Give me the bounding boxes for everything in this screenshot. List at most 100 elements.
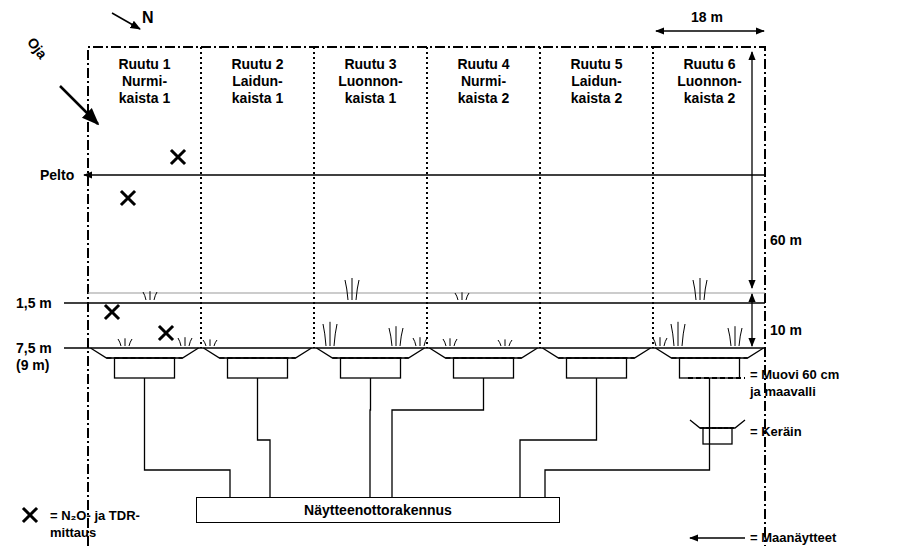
collector-funnel — [430, 348, 538, 358]
plot-label: Ruutu 4Nurmi- kaista 2 — [427, 48, 540, 107]
legend-text: = Keräin — [750, 423, 880, 440]
measurement-point — [172, 151, 184, 163]
grass-tuft — [728, 326, 742, 346]
collector-box — [341, 358, 401, 378]
grass-tuft — [323, 322, 337, 346]
dimension-arrow — [751, 52, 752, 288]
north-label: N — [142, 10, 154, 26]
plot-label: Ruutu 3Luonnon- kaista 1 — [314, 48, 427, 107]
collector — [430, 348, 538, 378]
collector-plastic — [672, 357, 748, 358]
measurement-point — [106, 306, 118, 318]
collector-pipe — [145, 378, 231, 497]
dimension-label: 1,5 m — [16, 295, 52, 311]
collector — [317, 348, 425, 378]
label-holder: 18 m — [691, 9, 723, 25]
grass-tuft — [118, 338, 132, 346]
collector — [543, 348, 651, 378]
grass-tuft — [671, 322, 685, 346]
collector-box — [680, 358, 740, 378]
dimension-label: (9 m) — [16, 357, 49, 373]
ditch-label: Oja — [24, 34, 51, 62]
strip-line — [64, 302, 765, 303]
field-plot: Ruutu 1Nurmi- kaista 1 — [88, 48, 201, 378]
legend-item: = Maanäytteet — [750, 529, 890, 546]
dimension-label: 10 m — [770, 322, 802, 338]
grass-tuft — [653, 337, 667, 346]
measurement-point — [160, 327, 172, 339]
collectors — [91, 348, 764, 378]
collector-funnel — [317, 348, 425, 358]
strip-type: Luonnon- kaista 2 — [672, 73, 748, 107]
strip-line — [64, 347, 765, 349]
collector-box — [567, 358, 627, 378]
collector-plastic — [107, 357, 183, 358]
collector-plastic — [220, 357, 296, 358]
dimension-arrow — [656, 30, 764, 31]
plot-number: Ruutu 1 — [107, 56, 183, 73]
collector-funnel — [656, 348, 764, 358]
legend-item: = Muovi 60 cm ja maavalli — [750, 366, 850, 400]
grass-tuft — [413, 337, 427, 346]
collector-funnel — [543, 348, 651, 358]
grass-tuft — [455, 292, 469, 300]
legend-text: = N₂O- ja TDR-mittaus — [50, 507, 150, 541]
label-holder: 60 m — [770, 232, 802, 248]
measurement-points — [106, 151, 184, 339]
label-holder: 7,5 m — [16, 340, 52, 356]
collector-pipe — [520, 378, 597, 497]
strip-type: Laidun- kaista 1 — [220, 73, 296, 107]
grass-tuft — [203, 339, 217, 346]
collector-funnel — [91, 348, 199, 358]
field-plot: Ruutu 3Luonnon- kaista 1 — [314, 48, 427, 378]
field-plot: Ruutu 4Nurmi- kaista 2 — [427, 48, 540, 378]
site-boundary — [88, 47, 765, 546]
collector-box — [454, 358, 514, 378]
grass-tuft — [345, 278, 359, 300]
field-plot: Ruutu 5Laidun- kaista 2 — [540, 48, 653, 378]
plot-number: Ruutu 4 — [446, 56, 522, 73]
plot-number: Ruutu 5 — [559, 56, 635, 73]
collector-box — [703, 428, 732, 444]
collector-plastic — [333, 357, 409, 358]
field-plot: Ruutu 6Luonnon- kaista 2 — [653, 48, 766, 378]
grass-tuft — [143, 291, 157, 300]
collector-box — [228, 358, 288, 378]
label-holder: Pelto — [40, 167, 74, 183]
grass-tuft — [498, 339, 512, 346]
ditch-arrow — [60, 86, 98, 124]
plot-number: Ruutu 3 — [333, 56, 409, 73]
collector-pipe — [545, 378, 710, 497]
label-holder: 1,5 m — [16, 295, 52, 311]
vegetation — [118, 278, 742, 346]
sampling-building: Näytteenottorakennus — [196, 497, 560, 523]
strip-type: Nurmi- kaista 1 — [107, 73, 183, 107]
grass-tuft — [443, 338, 457, 346]
dimension-label: 18 m — [691, 9, 723, 25]
building-name: Näytteenottorakennus — [304, 502, 452, 519]
strip-edge-line — [88, 293, 765, 294]
label-holder: (9 m) — [16, 357, 49, 373]
collector-funnel — [204, 348, 312, 358]
strip-type: Laidun- kaista 2 — [559, 73, 635, 107]
strip-type: Luonnon- kaista 1 — [333, 73, 409, 107]
plot-number: Ruutu 2 — [220, 56, 296, 73]
dimension-label: 7,5 m — [16, 340, 52, 356]
field-label: Pelto — [40, 167, 74, 183]
collector-pipe — [392, 378, 484, 497]
measurement-point — [122, 192, 134, 204]
plot-label: Ruutu 1Nurmi- kaista 1 — [88, 48, 201, 107]
collector-box — [115, 358, 175, 378]
collector-plastic — [446, 357, 522, 358]
dimension-label: 60 m — [770, 232, 802, 248]
collector — [656, 348, 764, 378]
legend-soil-sample-arrow — [690, 537, 745, 538]
collector — [91, 348, 199, 378]
label-holder: Oja — [24, 34, 51, 62]
collector-pipe — [258, 378, 271, 497]
field-boundary-arrow — [84, 174, 765, 175]
grass-tuft — [693, 278, 707, 300]
collector — [204, 348, 312, 378]
legend-item: = N₂O- ja TDR-mittaus — [50, 507, 150, 541]
